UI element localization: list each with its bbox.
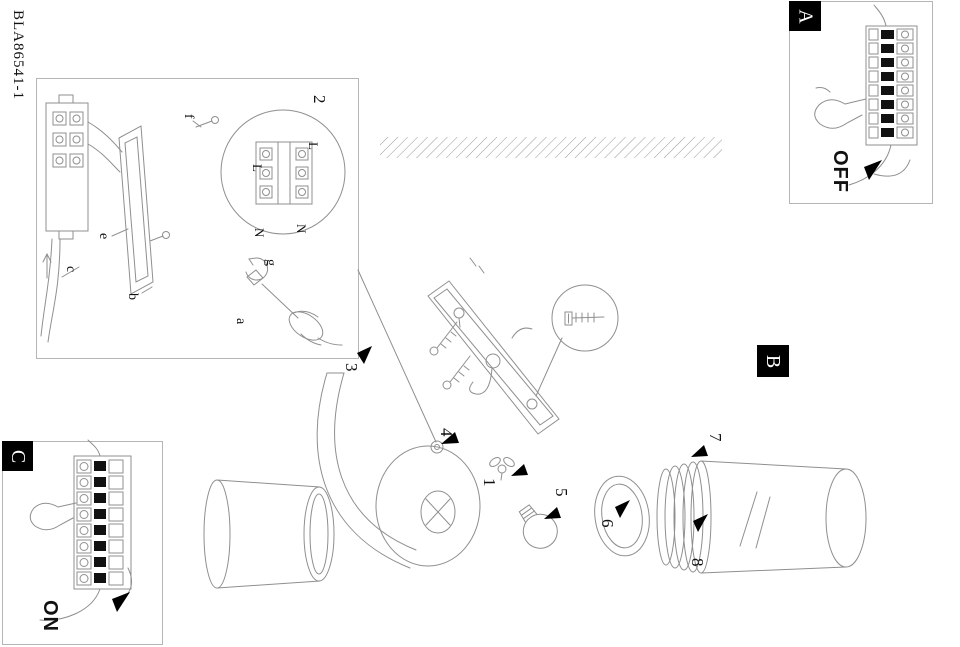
mounting-plate (427, 257, 560, 435)
glass-shade (656, 460, 867, 574)
lamp-body (316, 372, 481, 569)
light-bulb (518, 504, 558, 549)
callout-label-f: f (181, 114, 196, 119)
wiring-detail-panel (36, 78, 359, 359)
callout-label-a: a (233, 318, 248, 325)
detail-leader-line (357, 269, 437, 443)
step-6-arrow-icon (615, 500, 630, 518)
step-7-arrow-icon (691, 445, 708, 457)
step-number-4: 4 (437, 428, 456, 437)
callout-label-e: e (96, 233, 111, 240)
step-arrows (112, 160, 882, 612)
wall-cup (203, 479, 335, 589)
panel-a-art (789, 1, 933, 204)
panel-a-letter: A (794, 8, 817, 24)
switch-state-on: ON (39, 600, 61, 632)
step-number-7: 7 (706, 433, 725, 442)
part-number: BLA86541-1 (10, 10, 26, 100)
step-number-2: 2 (310, 95, 329, 104)
callout-label-g: g (263, 259, 278, 266)
terminal-label-live-2: L (250, 164, 265, 172)
step-number-6: 6 (598, 519, 617, 528)
screw-detail-callout (535, 284, 619, 397)
panel-c-art (2, 439, 163, 645)
trim-ring (594, 475, 650, 557)
step-8-arrow-icon (693, 514, 708, 532)
step-4-arrow-icon (441, 432, 459, 444)
callout-label-b: b (125, 293, 140, 300)
panel-c-letter: C (7, 449, 29, 463)
callout-label-c: c (63, 266, 78, 273)
step-3-arrow-icon (357, 346, 372, 364)
terminal-label-neutral-2: N (252, 228, 267, 238)
terminal-label-live-1: L (306, 142, 321, 150)
panel-c-label: C (2, 441, 33, 471)
off-arrow-icon (864, 160, 882, 180)
step-5-arrow-icon (544, 507, 561, 519)
step-number-8: 8 (688, 558, 707, 567)
step-1-arrow-icon (511, 464, 528, 476)
panel-b-label: B (757, 345, 789, 377)
terminal-label-neutral-1: N (294, 224, 309, 234)
wall-section-hatch (380, 137, 722, 158)
step-number-1: 1 (480, 478, 499, 487)
step-number-5: 5 (552, 488, 571, 497)
switch-state-off: OFF (829, 150, 851, 193)
finial-part (489, 457, 515, 481)
on-arrow-icon (112, 592, 130, 612)
step-number-3: 3 (342, 363, 361, 372)
panel-a-label: A (789, 1, 821, 31)
panel-b-letter: B (762, 354, 785, 368)
